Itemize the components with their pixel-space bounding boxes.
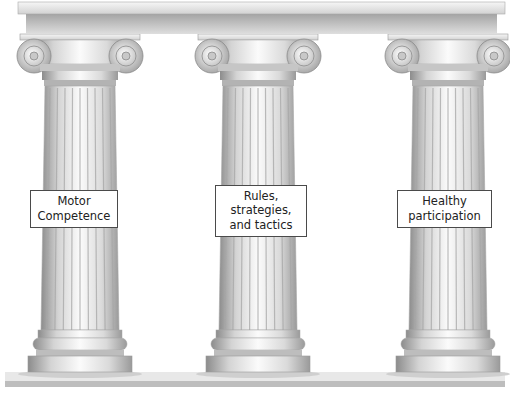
ionic-pillar [195, 34, 321, 372]
pillar-label: Rules, strategies, and tactics [220, 189, 302, 234]
roof-face [26, 14, 497, 34]
pillar-label: Healthy participation [402, 194, 487, 224]
label-box: Rules, strategies, and tactics [215, 185, 307, 238]
label-box: Healthy participation [397, 190, 492, 228]
ionic-pillar [385, 34, 510, 372]
pillar-label: Motor Competence [35, 194, 113, 224]
label-box: Motor Competence [30, 190, 118, 228]
roof-slab [18, 2, 505, 14]
ionic-pillar [17, 34, 143, 372]
floor-edge [5, 381, 505, 387]
